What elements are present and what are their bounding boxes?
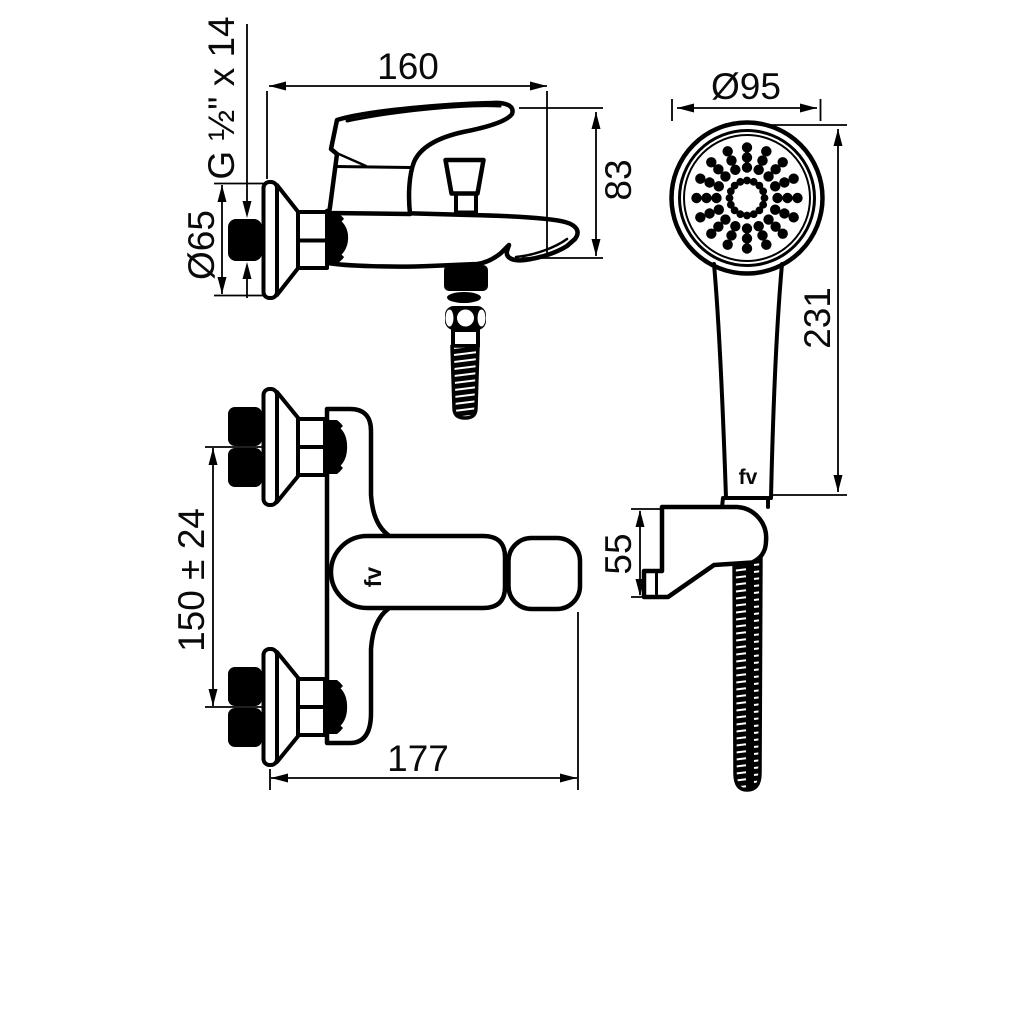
holder-height-label: 55 [598,533,639,574]
mixer-side-view [228,100,580,420]
hose-collar [451,328,480,348]
spout-outlet-line [514,237,569,259]
shower-hose [732,547,763,792]
body-bell [327,213,350,263]
handle-top-highlight [345,104,502,123]
diverter-stem [454,191,478,215]
thread-spec-label: G ½" x 14 [201,16,242,179]
shower-holder [641,504,769,600]
dimension-annotations: 160 83 G ½" x 14 Ø65 150 ± 24 177 Ø95 [171,16,847,790]
mixer-front-view: fv [228,387,583,767]
mixer-lever-front [506,535,583,612]
mixer-handle-side [326,100,515,217]
brand-logo-shower: fv [739,466,758,489]
inlet-bottom [228,647,327,767]
shower-nozzles [691,142,803,254]
handle-base-edge [330,149,368,168]
wall-nut [228,219,262,261]
spout-height-label: 83 [598,159,639,200]
flange-cone [275,183,301,297]
head-diameter-label: Ø95 [711,66,781,107]
trunk-bell-top [326,420,349,474]
hose-gasket [447,292,481,303]
hand-shower-view: fv [641,120,825,792]
shower-handle [712,262,784,500]
overall-width-label: 177 [387,738,449,779]
inlet-top [228,387,327,507]
mixer-width-label: 160 [377,46,439,87]
diverter-knob [443,157,486,196]
trunk-bell-bottom [326,680,349,734]
shower-length-label: 231 [797,287,838,349]
hose-hex-connector [444,265,488,291]
brand-logo: fv [360,567,386,588]
inlet-spacing-label: 150 ± 24 [171,508,212,652]
shower-head-rim [669,120,825,276]
mixer-cap-front [328,533,508,611]
flange-plate [261,180,279,300]
handle-base-seam [334,165,412,169]
flange-diameter-label: Ø65 [181,210,222,280]
mixer-hose [450,344,480,420]
